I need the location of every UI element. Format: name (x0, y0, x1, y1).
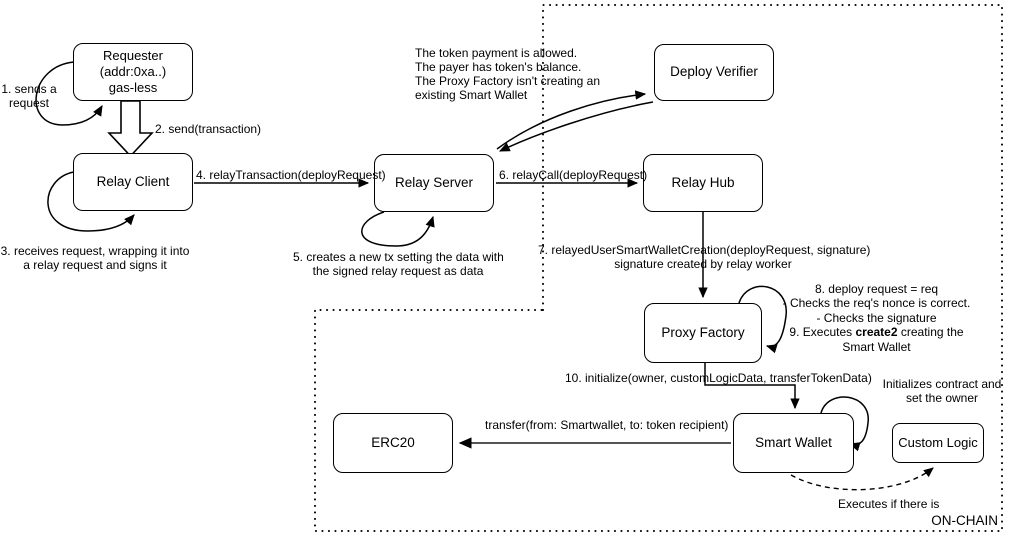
verifier-check-note: The token payment is allowed. The payer … (415, 46, 601, 103)
create2-bold: create2 (855, 325, 898, 340)
smart-wallet-node: Smart Wallet (733, 413, 854, 473)
relay-hub-label: Relay Hub (671, 174, 735, 190)
requester-label-line2: (addr:0xa..) (99, 63, 167, 79)
step1-note: 1. sends a request (1, 82, 57, 111)
requester-label-line1: Requester (103, 47, 163, 63)
arrow-requester-self-loop (35, 61, 103, 126)
deploy-verifier-node: Deploy Verifier (654, 44, 774, 101)
step6-note: 6. relayCall(deployRequest) (499, 168, 648, 182)
requester-label-line3: gas-less (108, 80, 158, 96)
step8-9-note: 8. deploy request = req - Checks the req… (782, 282, 971, 354)
erc20-node: ERC20 (333, 413, 453, 473)
step4-note: 4. relayTransaction(deployRequest) (196, 168, 386, 182)
relay-server-label: Relay Server (394, 174, 474, 190)
step3-note: 3. receives request, wrapping it into a … (0, 244, 190, 273)
step2-note: 2. send(transaction) (155, 122, 262, 136)
erc20-label: ERC20 (371, 434, 415, 450)
relay-server-node: Relay Server (374, 154, 494, 212)
smart-wallet-label: Smart Wallet (755, 434, 832, 450)
step10-note: 10. initialize(owner, customLogicData, t… (565, 371, 872, 385)
initializes-note: Initializes contract and set the owner (882, 377, 1002, 406)
deploy-verifier-label: Deploy Verifier (670, 64, 758, 80)
proxy-factory-node: Proxy Factory (644, 303, 762, 363)
executes-note: Executes if there is (838, 497, 940, 511)
arrow-proxy-factory-self-loop (738, 285, 787, 354)
custom-logic-label: Custom Logic (898, 434, 978, 450)
onchain-boundary (314, 4, 1003, 532)
step5-note: 5. creates a new tx setting the data wit… (293, 250, 504, 279)
arrow-to-deploy-verifier (496, 90, 647, 150)
relay-client-node: Relay Client (73, 153, 193, 211)
arrow-relay-client-self-loop (47, 171, 135, 232)
arrow-send-transaction (107, 100, 154, 158)
arrow-from-deploy-verifier (498, 101, 654, 152)
requester-node: Requester (addr:0xa..) gas-less (73, 43, 193, 101)
arrow-relay-server-self-loop (361, 211, 435, 247)
onchain-label: ON-CHAIN (931, 513, 998, 528)
arrow-initialize (704, 363, 800, 410)
relay-client-label: Relay Client (96, 173, 170, 189)
custom-logic-node: Custom Logic (892, 423, 984, 463)
arrow-executes-custom-logic (790, 467, 934, 491)
proxy-factory-label: Proxy Factory (661, 324, 745, 340)
transfer-call-note: transfer(from: Smartwallet, to: token re… (485, 418, 729, 432)
relay-hub-node: Relay Hub (643, 154, 763, 212)
arrow-smart-wallet-self-loop (820, 396, 869, 452)
step7-note: 7. relayedUserSmartWalletCreation(deploy… (538, 243, 871, 272)
